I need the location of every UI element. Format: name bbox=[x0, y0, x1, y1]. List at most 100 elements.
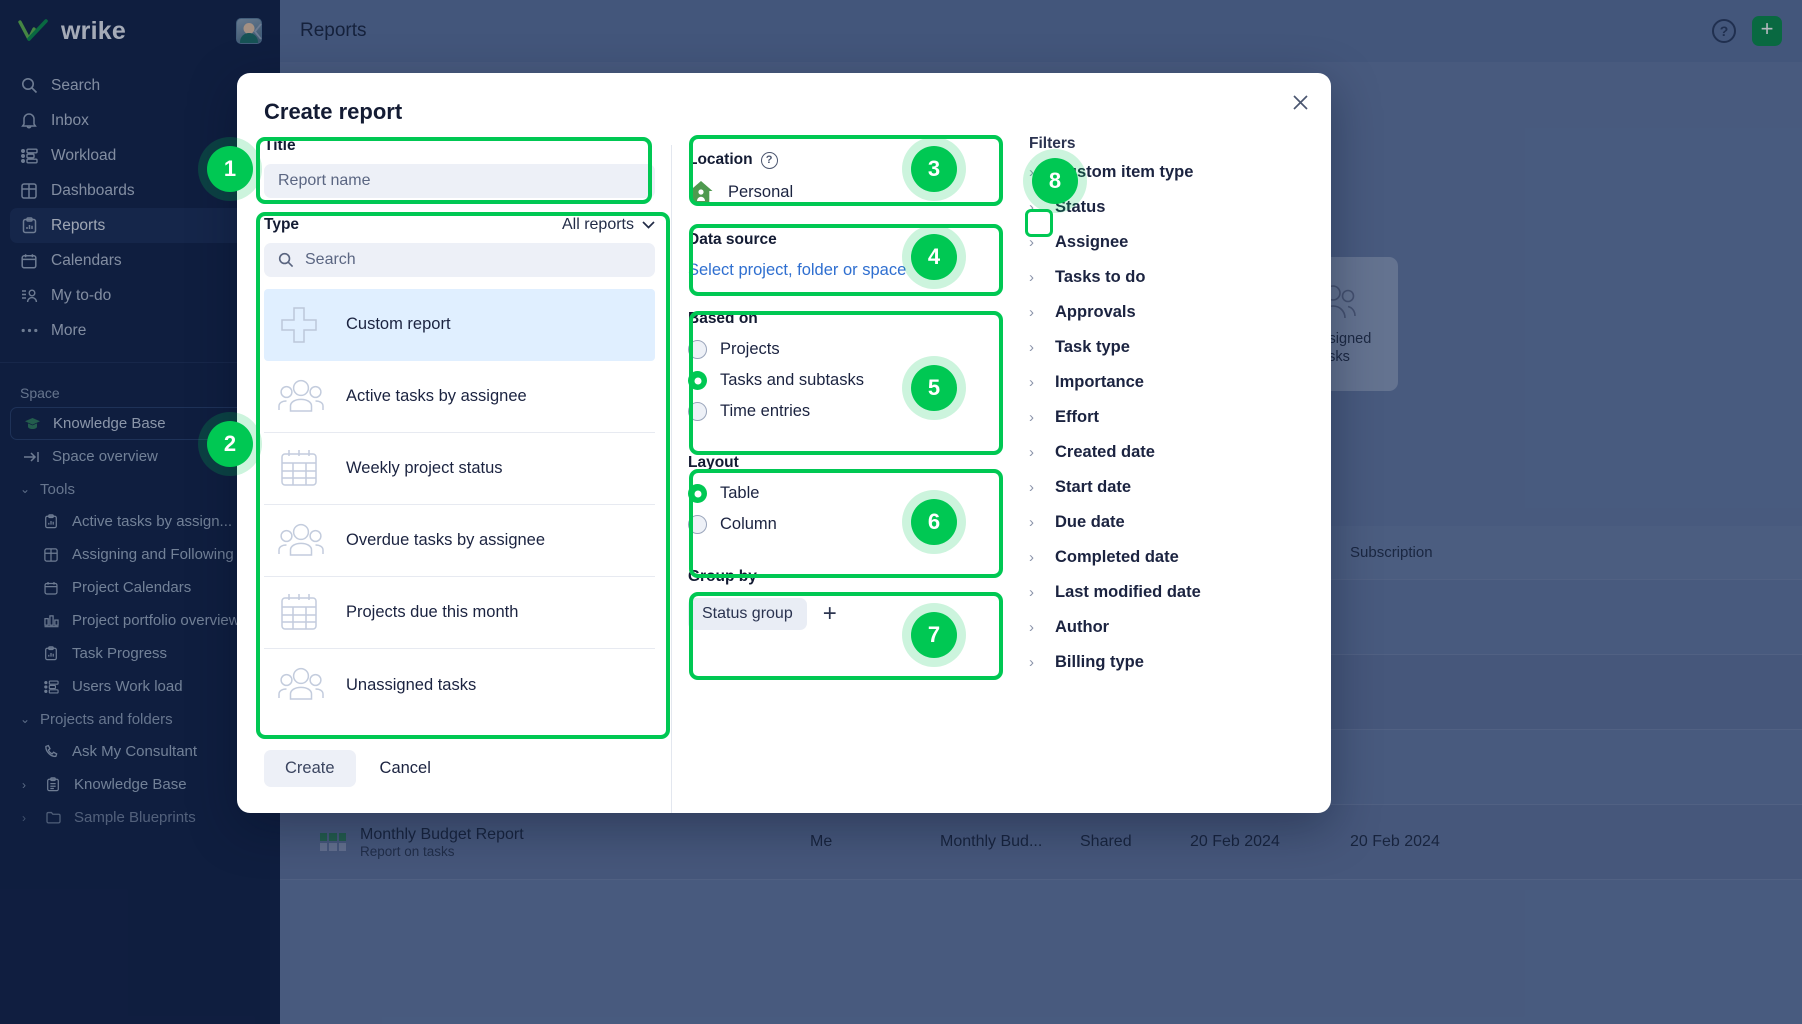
data-source-section: Data source Select project, folder or sp… bbox=[688, 231, 991, 280]
filter-importance[interactable]: ›Importance bbox=[1029, 365, 1315, 400]
sidebar-item-reports[interactable]: Reports bbox=[10, 208, 270, 243]
annotation-badge-6: 6 bbox=[911, 499, 957, 545]
type-option-active-tasks-by-assignee[interactable]: Active tasks by assignee bbox=[264, 361, 655, 433]
dialog-middle-column: Location ? Personal Data source Select p… bbox=[671, 145, 1007, 813]
location-value-row[interactable]: Personal bbox=[688, 180, 991, 205]
sidebar-item-search[interactable]: Search bbox=[10, 68, 270, 103]
cancel-button[interactable]: Cancel bbox=[379, 759, 431, 777]
radio-icon-selected bbox=[688, 484, 707, 503]
plus-icon[interactable]: + bbox=[822, 600, 837, 627]
sidebar-item-label: Space overview bbox=[52, 448, 158, 465]
annotation-badge-8: 8 bbox=[1032, 158, 1078, 204]
collapse-sidebar-icon[interactable] bbox=[246, 19, 270, 43]
tools-group-header[interactable]: ⌄ Tools bbox=[0, 473, 280, 505]
report-icon bbox=[20, 217, 38, 235]
sidebar-item-workload[interactable]: Workload bbox=[10, 138, 270, 173]
group-by-chip[interactable]: Status group bbox=[688, 598, 807, 630]
projects-label: Projects and folders bbox=[40, 710, 173, 728]
todo-icon bbox=[20, 287, 38, 305]
filter-task-type[interactable]: ›Task type bbox=[1029, 330, 1315, 365]
type-section: Type All reports Search bbox=[264, 216, 655, 721]
sidebar-item-calendars[interactable]: Calendars bbox=[10, 243, 270, 278]
filter-last-modified-date[interactable]: ›Last modified date bbox=[1029, 575, 1315, 610]
filter-billing-type[interactable]: › Billing type bbox=[1029, 645, 1315, 680]
filter-completed-date[interactable]: ›Completed date bbox=[1029, 540, 1315, 575]
sidebar-item-label: More bbox=[51, 321, 87, 339]
radio-label: Time entries bbox=[720, 402, 811, 420]
question-mark-icon[interactable]: ? bbox=[1712, 19, 1736, 43]
table-row[interactable]: Monthly Budget Report Report on tasks Me… bbox=[280, 805, 1802, 880]
filter-label: Task type bbox=[1055, 338, 1130, 356]
filter-tasks-to-do[interactable]: ›Tasks to do bbox=[1029, 260, 1315, 295]
chevron-down-icon bbox=[642, 221, 655, 229]
projects-group-header[interactable]: ⌄ Projects and folders bbox=[0, 703, 280, 735]
avatar[interactable] bbox=[236, 18, 262, 44]
create-button[interactable]: Create bbox=[264, 750, 356, 787]
sidebar-item-tool[interactable]: Assigning and Following bbox=[0, 538, 280, 571]
filter-assignee[interactable]: ›Assignee bbox=[1029, 225, 1315, 260]
type-option-overdue-tasks-by-assignee[interactable]: Overdue tasks by assignee bbox=[264, 505, 655, 577]
filter-created-date[interactable]: ›Created date bbox=[1029, 435, 1315, 470]
question-mark-icon[interactable]: ? bbox=[760, 151, 778, 169]
sidebar-item-inbox[interactable]: Inbox bbox=[10, 103, 270, 138]
people-icon bbox=[278, 664, 324, 706]
type-filter-dropdown[interactable]: All reports bbox=[562, 216, 655, 234]
based-on-option-projects[interactable]: Projects bbox=[688, 340, 991, 359]
sidebar-item-tool[interactable]: Users Work load bbox=[0, 670, 280, 703]
radio-icon bbox=[688, 402, 707, 421]
chevron-right-icon: › bbox=[1029, 164, 1034, 181]
type-option-unassigned-tasks[interactable]: Unassigned tasks bbox=[264, 649, 655, 721]
sidebar-item-dashboards[interactable]: Dashboards bbox=[10, 173, 270, 208]
report-icon bbox=[42, 513, 60, 531]
filter-label: Billing type bbox=[1055, 653, 1144, 671]
report-icon bbox=[42, 645, 60, 663]
data-source-label: Data source bbox=[688, 231, 777, 248]
close-icon[interactable] bbox=[1287, 89, 1313, 115]
workload-icon bbox=[42, 678, 60, 696]
sidebar-nav: Search Inbox Workload Dashboards bbox=[0, 62, 280, 348]
sidebar-item-label: Sample Blueprints bbox=[74, 809, 196, 826]
sidebar-item-my-to-do[interactable]: My to-do bbox=[10, 278, 270, 313]
sidebar-item-label: Workload bbox=[51, 146, 117, 164]
sidebar-item-tool[interactable]: Active tasks by assign... bbox=[0, 505, 280, 538]
sidebar-item-knowledge-base-space[interactable]: Knowledge Base bbox=[10, 407, 270, 440]
type-search-input[interactable]: Search bbox=[264, 243, 655, 277]
workload-icon bbox=[20, 147, 38, 165]
type-option-label: Overdue tasks by assignee bbox=[346, 531, 546, 549]
title-input[interactable]: Report name bbox=[264, 164, 655, 198]
data-source-link[interactable]: Select project, folder or space bbox=[688, 261, 907, 279]
sidebar-item-more[interactable]: More bbox=[10, 313, 270, 348]
type-filter-value: All reports bbox=[561, 216, 634, 233]
sidebar-item-project[interactable]: Ask My Consultant bbox=[0, 735, 280, 768]
type-option-projects-due-this-month[interactable]: Projects due this month bbox=[264, 577, 655, 649]
filter-status[interactable]: ›Status bbox=[1029, 190, 1315, 225]
filter-effort[interactable]: ›Effort bbox=[1029, 400, 1315, 435]
plus-icon[interactable]: + bbox=[1752, 16, 1782, 46]
chevron-right-icon[interactable]: › bbox=[22, 810, 26, 825]
sidebar-item-project[interactable]: › Sample Blueprints bbox=[0, 801, 280, 834]
type-option-weekly-project-status[interactable]: Weekly project status bbox=[264, 433, 655, 505]
divider bbox=[0, 362, 280, 363]
filter-label: Last modified date bbox=[1055, 583, 1201, 601]
chevron-right-icon: › bbox=[1029, 654, 1034, 671]
sidebar-item-tool[interactable]: Project Calendars bbox=[0, 571, 280, 604]
filter-start-date[interactable]: ›Start date bbox=[1029, 470, 1315, 505]
document-icon bbox=[44, 776, 62, 794]
ellipsis-icon bbox=[20, 322, 38, 340]
layout-option-table[interactable]: Table bbox=[688, 484, 991, 503]
annotation-badge-3: 3 bbox=[911, 146, 957, 192]
sidebar-item-tool[interactable]: Task Progress bbox=[0, 637, 280, 670]
annotation-badge-7: 7 bbox=[911, 612, 957, 658]
filter-approvals[interactable]: ›Approvals bbox=[1029, 295, 1315, 330]
radio-icon bbox=[688, 340, 707, 359]
sidebar-item-tool[interactable]: Project portfolio overview bbox=[0, 604, 280, 637]
filter-due-date[interactable]: ›Due date bbox=[1029, 505, 1315, 540]
sidebar-item-space-overview[interactable]: Space overview bbox=[0, 440, 280, 473]
annotation-badge-2: 2 bbox=[207, 421, 253, 467]
chevron-right-icon[interactable]: › bbox=[22, 777, 26, 792]
page-title: Reports bbox=[300, 20, 367, 41]
sidebar-item-project[interactable]: › Knowledge Base bbox=[0, 768, 280, 801]
type-option-custom-report[interactable]: Custom report bbox=[264, 289, 655, 361]
filter-author[interactable]: ›Author bbox=[1029, 610, 1315, 645]
filter-custom-item-type[interactable]: ›Custom item type bbox=[1029, 155, 1315, 190]
